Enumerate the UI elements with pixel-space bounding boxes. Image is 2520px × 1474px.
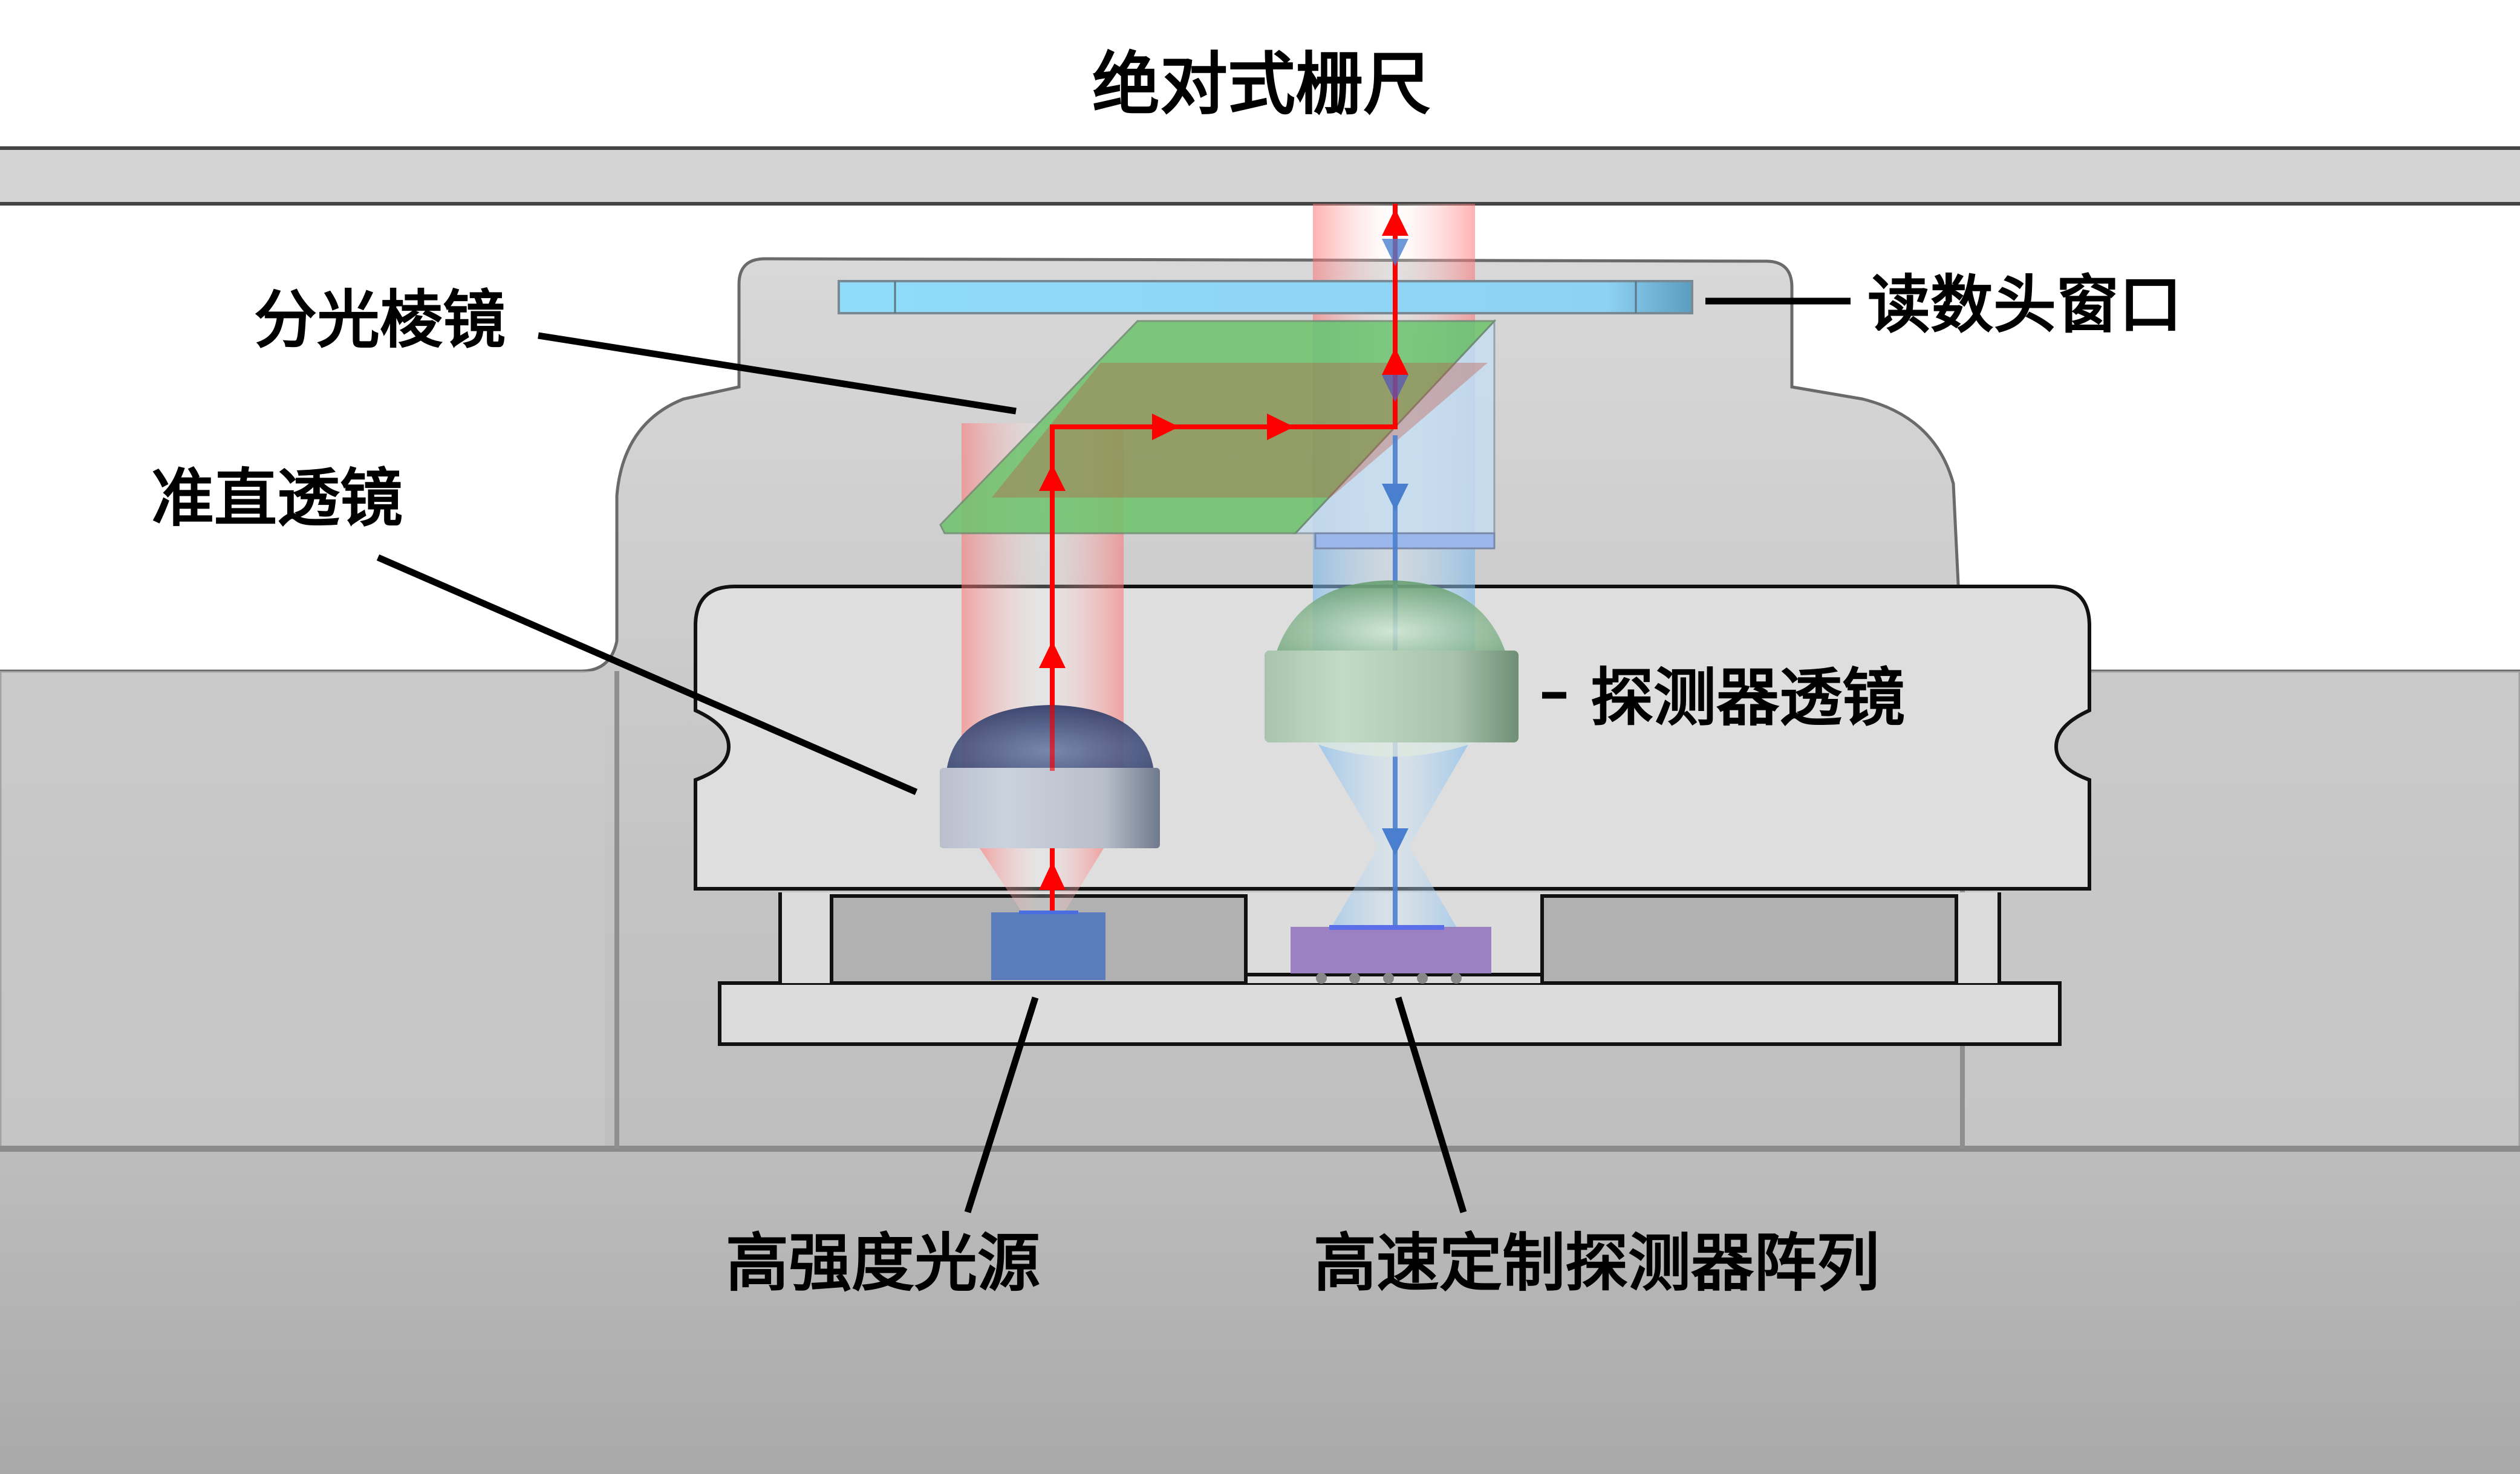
arrow-down-icon [1382,375,1408,402]
leader-light-source [964,996,1039,1213]
diagram-title: 绝对式栅尺 [1092,45,1431,124]
solder-ball [1417,973,1428,984]
label-beam-splitter-prism: 分光棱镜 [254,283,506,357]
light-source [991,911,1105,980]
solder-ball [1383,973,1394,984]
arrow-down-icon [1382,239,1408,266]
arrow-down-icon [1382,828,1408,856]
readhead-window [838,280,1693,314]
solder-ball [1316,973,1327,984]
label-light-source: 高强度光源 [726,1226,1040,1300]
solder-ball [1451,973,1462,984]
arrow-up-icon [1039,862,1066,890]
arrow-right-icon [1267,414,1294,440]
label-collimating-lens: 准直透镜 [151,461,403,535]
label-readhead-window: 读数头窗口 [1867,268,2182,342]
red-ray-path [1050,204,1398,912]
source-cone-red [980,848,1104,912]
leader-lines [376,297,1851,1213]
arrow-up-icon [1382,348,1408,375]
solder-ball [1349,973,1360,984]
arrow-right-icon [1152,414,1179,440]
leader-beam-splitter-prism [538,332,1017,415]
detector-lens [1265,580,1519,757]
leader-detector-array [1395,996,1467,1213]
label-detector-lens: 探测器透镜 [1590,661,1905,735]
arrow-up-icon [1382,209,1408,236]
detector-array [1291,925,1491,984]
leader-collimating-lens [376,554,918,796]
grating-scale-bar [0,146,2520,206]
label-detector-array: 高速定制探测器阵列 [1314,1226,1880,1300]
arrow-down-icon [1382,484,1408,511]
arrow-up-icon [1039,464,1066,491]
arrow-up-icon [1039,641,1066,668]
collimating-lens [940,705,1160,848]
